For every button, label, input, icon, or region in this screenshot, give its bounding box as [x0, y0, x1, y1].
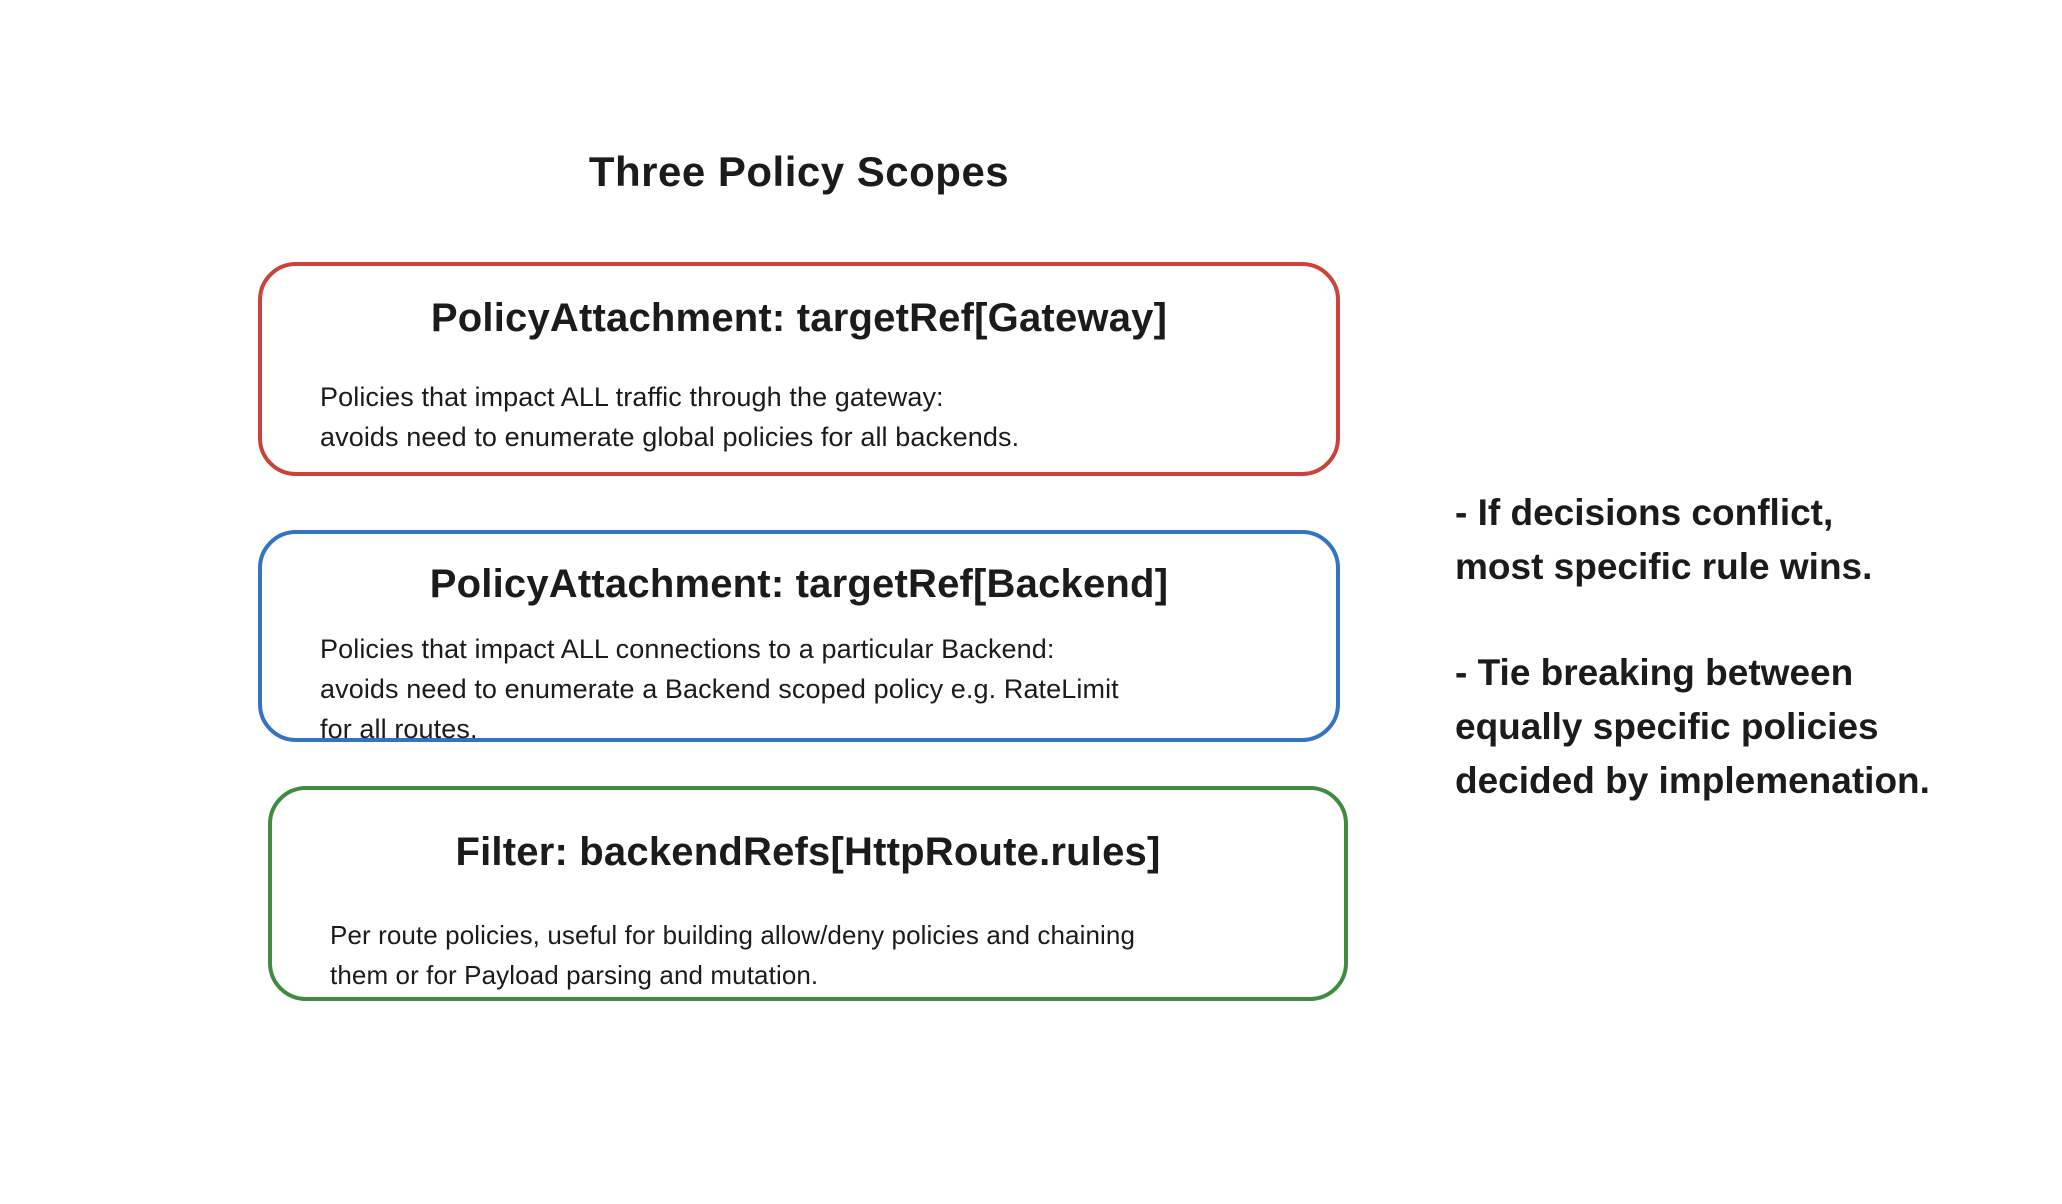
side-notes: - If decisions conflict, most specific r… [1455, 486, 2015, 860]
gateway-box-title: PolicyAttachment: targetRef[Gateway] [430, 296, 1168, 340]
policy-scope-box-backend: PolicyAttachment: targetRef[Backend] Pol… [258, 530, 1340, 744]
backend-box-title: PolicyAttachment: targetRef[Backend] [429, 562, 1169, 606]
filter-box-description: Per route policies, useful for building … [330, 920, 1136, 990]
policy-scope-box-gateway: PolicyAttachment: targetRef[Gateway] Pol… [258, 262, 1340, 476]
gateway-box-description: Policies that impact ALL traffic through… [320, 382, 1020, 452]
filter-box-title: Filter: backendRefs[HttpRoute.rules] [455, 830, 1161, 874]
note-tie-breaking: - Tie breaking between equally specific … [1455, 652, 1930, 801]
note-conflict-resolution: - If decisions conflict, most specific r… [1455, 492, 1873, 587]
policy-scope-box-filter: Filter: backendRefs[HttpRoute.rules] Per… [268, 786, 1348, 1001]
diagram-title: Three Policy Scopes [588, 148, 1010, 195]
backend-box-description: Policies that impact ALL connections to … [320, 634, 1119, 744]
